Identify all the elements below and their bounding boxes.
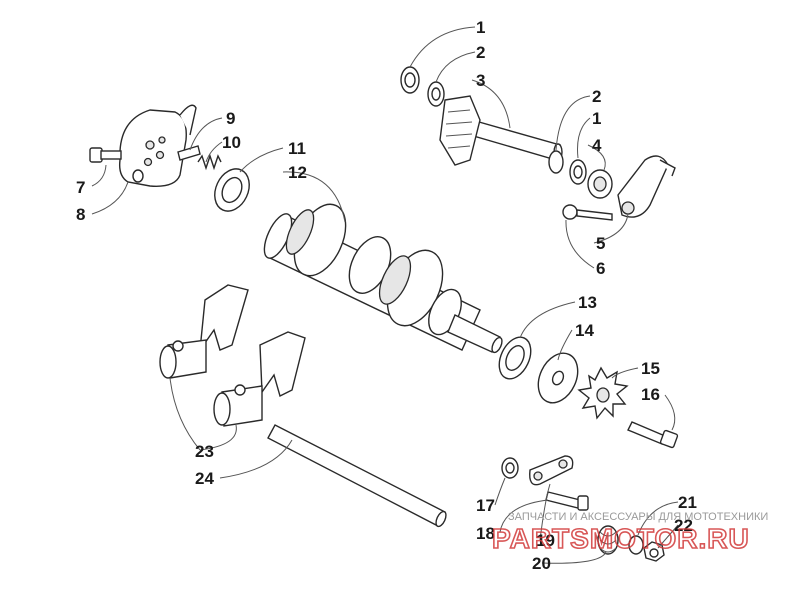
- label-19: 19: [536, 531, 555, 550]
- leader-lines: [91, 26, 679, 564]
- washer-17: [501, 457, 519, 479]
- washer-1-right: [569, 159, 587, 185]
- label-15: 15: [641, 359, 660, 378]
- label-17: 17: [476, 496, 495, 515]
- shift-fork-right: [213, 331, 306, 427]
- label-5: 5: [596, 234, 605, 253]
- bolt-16: [627, 421, 679, 449]
- bolt-18: [545, 491, 589, 511]
- washer-13: [498, 336, 532, 380]
- spring-10: [197, 153, 222, 171]
- label-1-right: 1: [592, 109, 601, 128]
- stopper-lever-19: [529, 455, 574, 486]
- selector-housing: [118, 104, 197, 187]
- label-13: 13: [578, 293, 597, 312]
- watermark-tagline: ЗАПЧАСТИ И АКСЕССУАРЫ ДЛЯ МОТОТЕХНИКИ: [508, 511, 768, 523]
- oil-seal-4: [587, 169, 613, 199]
- washer-2-top: [427, 81, 445, 107]
- shift-drum-12: [263, 203, 503, 354]
- label-20: 20: [532, 554, 551, 573]
- label-10: 10: [222, 133, 241, 152]
- label-22: 22: [674, 516, 693, 535]
- label-4: 4: [592, 136, 602, 155]
- label-7: 7: [76, 178, 85, 197]
- label-24: 24: [195, 469, 214, 488]
- label-12: 12: [288, 163, 307, 182]
- label-9: 9: [226, 109, 235, 128]
- watermark-brand: PARTSMOTOR.RU: [492, 523, 750, 554]
- spring-20: [597, 525, 619, 555]
- watermark: ЗАПЧАСТИ И АКСЕССУАРЫ ДЛЯ МОТОТЕХНИКИ PA…: [491, 511, 768, 555]
- label-8: 8: [76, 205, 85, 224]
- washer-11: [214, 168, 250, 212]
- shift-fork-left: [159, 284, 249, 379]
- label-3: 3: [476, 71, 485, 90]
- fork-rod-24: [267, 424, 447, 528]
- shift-lever-5: [617, 155, 676, 218]
- label-2-top: 2: [476, 43, 485, 62]
- washer-21: [628, 535, 644, 555]
- bolt-7: [89, 147, 122, 163]
- label-16: 16: [641, 385, 660, 404]
- star-wheel-15: [577, 366, 629, 420]
- part-labels: 1 2 3 2 1 4 5 6 7 8 9 10 11 12 13 14 15 …: [76, 18, 697, 573]
- label-23: 23: [195, 442, 214, 461]
- label-14: 14: [575, 321, 594, 340]
- label-18: 18: [476, 524, 495, 543]
- label-1-top: 1: [476, 18, 485, 37]
- washer-2-right: [548, 150, 564, 174]
- washer-1-top: [400, 66, 420, 94]
- bolt-6: [562, 204, 613, 221]
- label-6: 6: [596, 259, 605, 278]
- shaft-3: [439, 95, 563, 166]
- label-11: 11: [288, 139, 306, 158]
- plate-14: [537, 352, 579, 404]
- label-21: 21: [678, 493, 697, 512]
- label-2-right: 2: [592, 87, 601, 106]
- pin-9: [177, 145, 201, 161]
